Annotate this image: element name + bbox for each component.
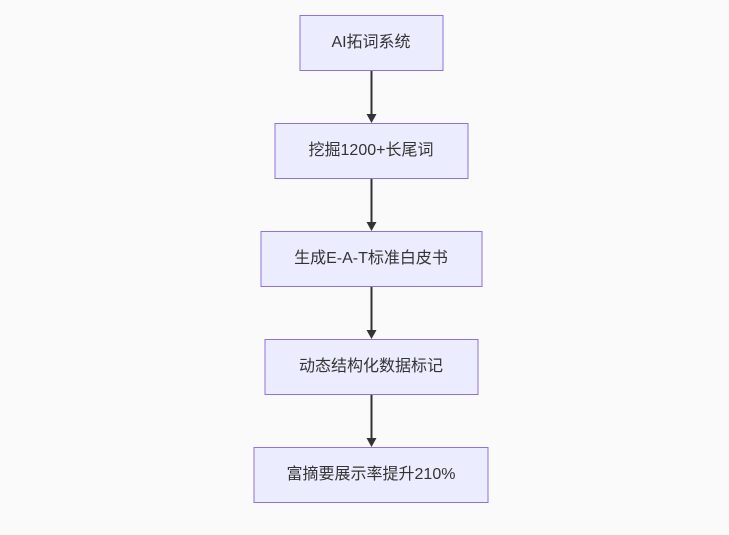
flow-node-label: 生成E-A-T标准白皮书 (294, 250, 448, 267)
flow-node-label: 挖掘1200+长尾词 (308, 142, 434, 159)
arrowhead-down-icon (366, 114, 376, 123)
arrow-line (370, 71, 372, 114)
flow-node-rich-snippet-result: 富摘要展示率提升210% (253, 447, 489, 503)
flow-node-label: 动态结构化数据标记 (298, 358, 443, 375)
arrowhead-down-icon (366, 222, 376, 231)
arrowhead-down-icon (366, 438, 376, 447)
flow-node-label: 富摘要展示率提升210% (286, 466, 456, 483)
flow-node-label: AI拓词系统 (331, 34, 411, 51)
arrow-line (370, 179, 372, 222)
flow-node-ai-system: AI拓词系统 (299, 15, 443, 71)
arrowhead-down-icon (366, 330, 376, 339)
flow-arrow-1 (366, 71, 376, 123)
arrow-line (370, 395, 372, 438)
flow-arrow-2 (366, 179, 376, 231)
flow-node-eat-whitepaper: 生成E-A-T标准白皮书 (260, 231, 482, 287)
flow-node-structured-data: 动态结构化数据标记 (264, 339, 478, 395)
flowchart: AI拓词系统 挖掘1200+长尾词 生成E-A-T标准白皮书 动态结构化数据标记… (253, 15, 489, 503)
arrow-line (370, 287, 372, 330)
flow-arrow-3 (366, 287, 376, 339)
flow-node-longtail-keywords: 挖掘1200+长尾词 (274, 123, 468, 179)
flow-arrow-4 (366, 395, 376, 447)
